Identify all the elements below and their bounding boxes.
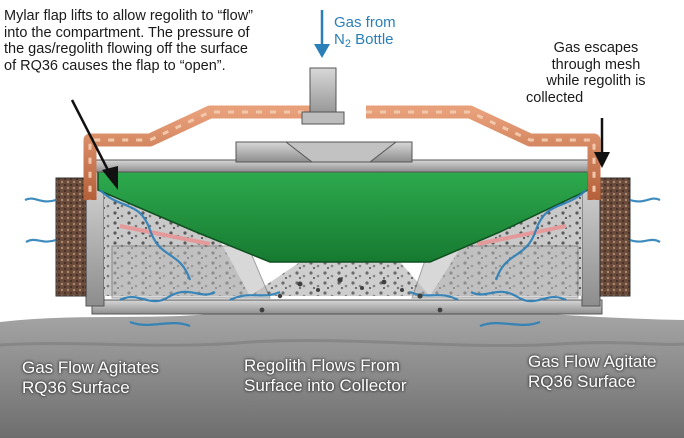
surface-texture bbox=[0, 338, 684, 348]
flap-annotation-line-3: the gas/regolith flowing off the surface bbox=[4, 41, 248, 58]
left-mesh bbox=[55, 177, 87, 297]
inner-ring-right bbox=[411, 245, 579, 299]
escape-line-2: through mesh bbox=[551, 56, 641, 73]
escape-line-3: while regolith is bbox=[546, 73, 646, 90]
flap-pointer-head bbox=[102, 166, 118, 190]
flows-line-2: Surface into Collector bbox=[244, 375, 407, 395]
mylar-flap-left bbox=[119, 224, 211, 246]
gas-from-arrowhead bbox=[314, 44, 330, 58]
gas-from-line-2: N2 Bottle bbox=[334, 31, 396, 51]
hub-cone bbox=[284, 141, 398, 163]
gas-escapes-annotation: Gas escapes through mesh while regolith … bbox=[520, 40, 672, 107]
gas-inlet-pipe bbox=[309, 67, 337, 121]
flap-pointer-line bbox=[70, 99, 114, 179]
inner-ring-left bbox=[111, 245, 271, 299]
regolith-pebbles bbox=[259, 277, 443, 313]
flap-annotation-line-2: into the compartment. The pressure of bbox=[4, 24, 250, 41]
gas-from-bottle: Bottle bbox=[355, 31, 394, 49]
gas-tube-right-inner bbox=[366, 110, 596, 200]
agitate-left-line-2: RQ36 Surface bbox=[22, 377, 130, 397]
agitate-right-line-2: RQ36 Surface bbox=[528, 371, 636, 391]
regolith-flows-label: Regolith Flows From Surface into Collect… bbox=[244, 356, 407, 395]
gas-tube-left-inner bbox=[88, 110, 318, 200]
flows-line-1: Regolith Flows From bbox=[244, 356, 400, 375]
agitate-right-label: Gas Flow Agitate RQ36 Surface bbox=[528, 352, 657, 391]
agitate-left-line-1: Gas Flow Agitates bbox=[22, 358, 160, 377]
base-plate bbox=[91, 299, 603, 315]
agitate-right-line-1: Gas Flow Agitate bbox=[528, 352, 657, 371]
escape-pointer-head bbox=[594, 152, 610, 168]
mylar-flap-right bbox=[477, 224, 567, 246]
escape-line-4: collected bbox=[526, 90, 584, 107]
gas-inlet-collar bbox=[301, 111, 345, 125]
asteroid-surface bbox=[0, 303, 684, 438]
gas-from-subscript: 2 bbox=[344, 38, 351, 51]
gas-from-line-1: Gas from bbox=[334, 14, 396, 31]
flap-annotation-line-4: of RQ36 causes the flap to “open”. bbox=[4, 58, 226, 75]
gas-from-label: Gas from N2 Bottle bbox=[334, 14, 396, 51]
right-mesh bbox=[599, 177, 631, 297]
escape-line-1: Gas escapes bbox=[553, 40, 639, 56]
agitate-left-label: Gas Flow Agitates RQ36 Surface bbox=[22, 358, 159, 397]
gas-flow-lines bbox=[24, 189, 661, 328]
flap-annotation-line-1: Mylar flap lifts to allow regolith to “f… bbox=[4, 8, 253, 24]
mylar-flap-annotation: Mylar flap lifts to allow regolith to “f… bbox=[4, 8, 253, 75]
gas-from-n: N bbox=[334, 31, 345, 49]
